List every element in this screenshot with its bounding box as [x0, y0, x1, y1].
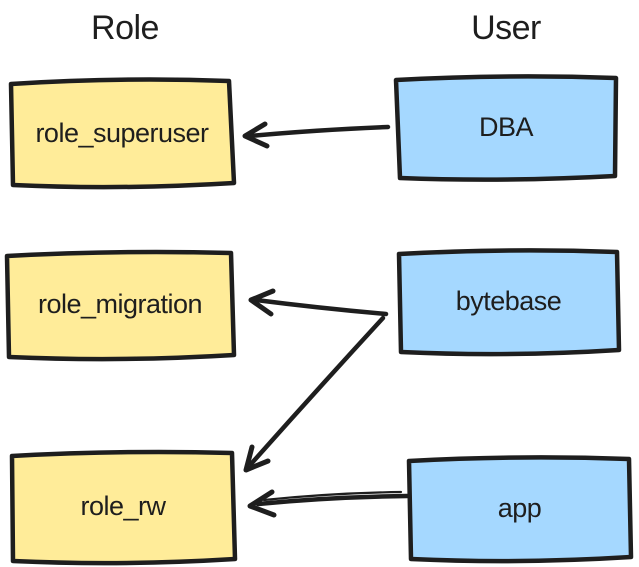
role-migration-label: role_migration	[37, 288, 203, 319]
role-superuser-label: role_superuser	[35, 117, 209, 148]
dba-box	[393, 74, 619, 182]
arrow-dba-to-role-superuser	[242, 121, 391, 149]
role-column-title: Role	[91, 9, 159, 47]
role-rw-label: role_rw	[80, 491, 166, 521]
app-label: app	[497, 492, 542, 523]
user-column-title: User	[471, 9, 541, 47]
arrow-app-to-role-rw	[247, 489, 410, 518]
arrow-bytebase-to-role-migration	[248, 288, 389, 317]
app-box	[406, 455, 634, 564]
role-superuser-box	[8, 77, 237, 190]
role-migration-box	[4, 249, 237, 362]
bytebase-label: bytebase	[455, 286, 562, 316]
role-rw-box	[9, 449, 238, 566]
dba-label: DBA	[478, 111, 534, 142]
bytebase-box	[396, 248, 622, 357]
arrow-bytebase-to-role-rw	[243, 315, 386, 473]
